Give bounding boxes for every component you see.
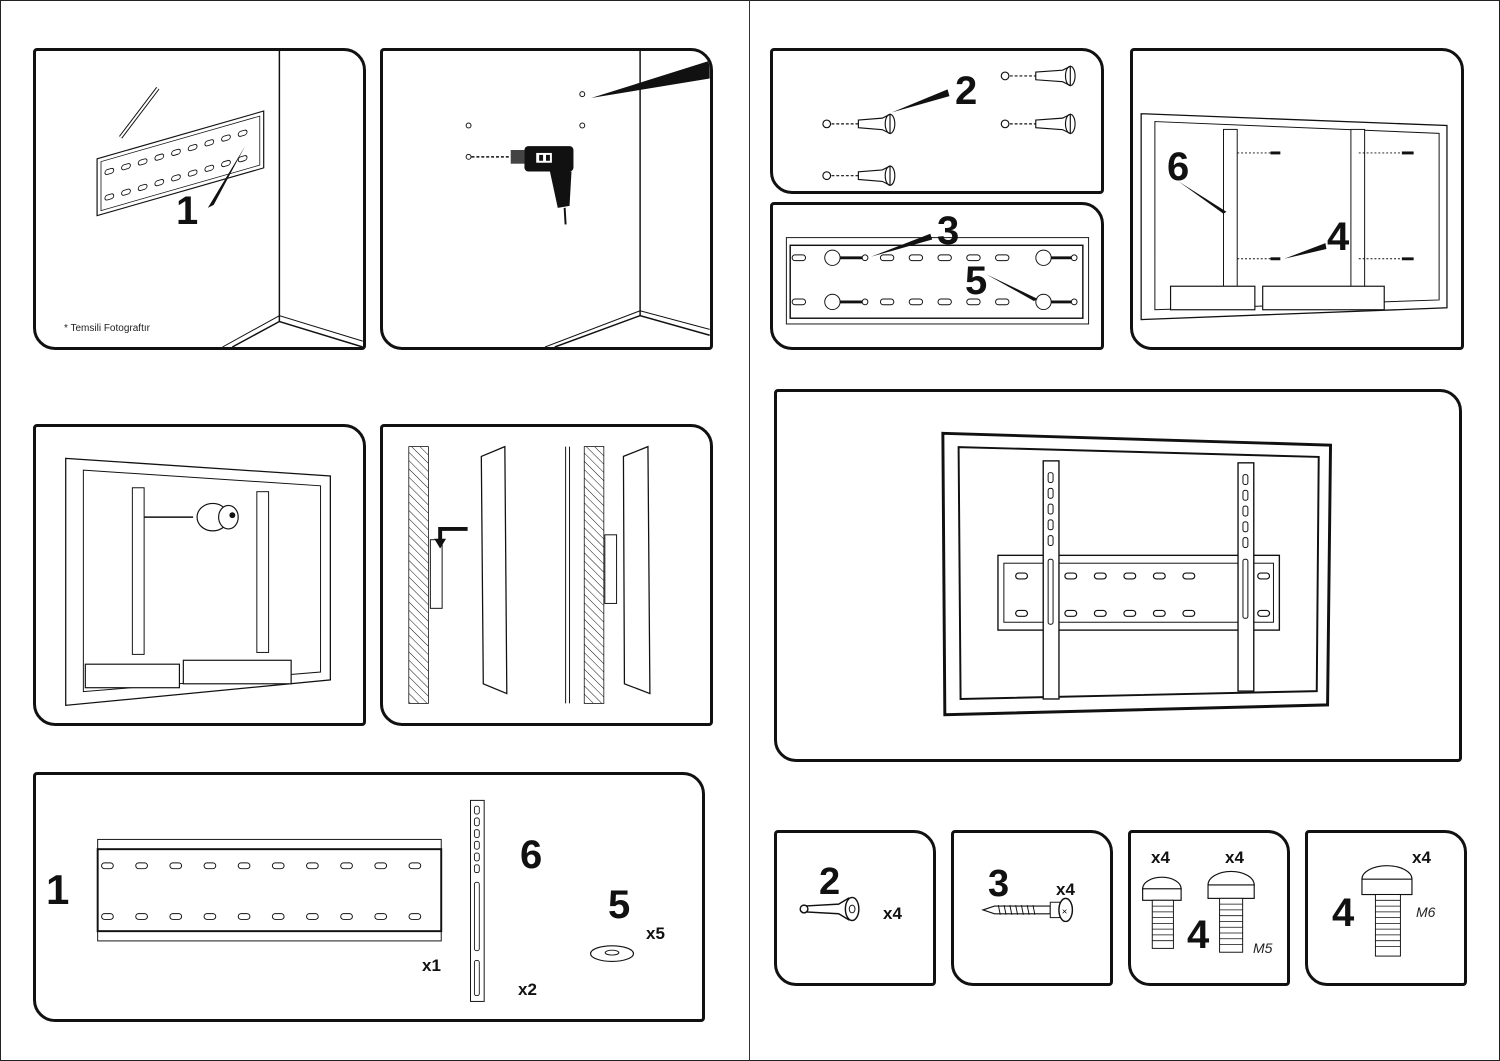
panel-part-lag-screw: × 3 x4 [951,830,1113,986]
panel-fix-wall-plate: 3 5 [770,202,1104,350]
zoom-callout-wedge [591,60,710,99]
panel-insert-anchors: 2 [770,48,1104,194]
tv-hanging-side-view [408,445,651,704]
anchor-row [822,165,896,187]
bracket-arm-part [470,799,485,1002]
machine-screw-m6-icon [1361,865,1413,957]
tv-side [622,445,651,695]
panel-final-installed [774,389,1462,762]
part-number-3: 3 [937,209,960,253]
screw-small [1142,876,1182,949]
part-number-5: 5 [965,259,988,303]
panel-level-arms [33,424,366,726]
pencil-icon [119,87,160,139]
panel-part-screw-m5: x4 x4 4 M5 [1128,830,1290,986]
panel-hang-tv [380,424,713,726]
arm-attachment-illustration [1140,113,1448,321]
machine-screw-m5-icon [1142,870,1255,953]
hardware-size: M5 [1253,940,1273,956]
screw-large [1207,870,1255,953]
panel-mark-wall-plate: 1 * Temsili Fotograftır [33,48,366,350]
hardware-qty: x4 [1151,848,1170,867]
part-main-qty: x1 [422,956,441,975]
panel-part-anchor: 2 x4 [774,830,936,986]
anchor-row [822,113,896,135]
washer-part [589,945,635,963]
main-parts-illustration [96,799,635,1002]
wall-plate [997,554,1281,631]
wall-plate-part [96,838,443,942]
hardware-label: 4 [1332,891,1355,935]
wall-section [408,446,429,704]
page-fold-line [749,0,750,1061]
bracket-arm [1042,460,1060,700]
drill-hole-marks [465,91,586,160]
panel-attach-arms: 6 4 [1130,48,1464,350]
callout-pointer [870,233,933,257]
wall-anchor-icon [799,896,860,922]
part-main-qty: x2 [518,980,537,999]
lag-screw-icon: × [981,897,1074,923]
hardware-label: 3 [988,863,1010,905]
wall-plate-drawing [96,110,265,217]
callout-pointer [891,89,950,113]
arm-leveling-illustration [65,457,331,707]
anchor-row [1000,65,1076,87]
drilling-illustration [465,51,710,347]
part-number-1: 1 [176,189,199,233]
hardware-label: 2 [819,861,841,903]
panel-parts-main: 1 x1 6 x2 5 x5 [33,772,705,1022]
part-main-label: 6 [520,833,543,877]
screw-with-washer [824,293,869,311]
tv-side [480,445,508,695]
part-number-6: 6 [1167,145,1190,189]
part-main-label: 5 [608,883,631,927]
svg-text:×: × [1062,907,1068,918]
hardware-size: M6 [1416,904,1436,920]
panel-drill-holes [380,48,713,350]
installed-mount-illustration [941,431,1333,717]
screw-with-washer [824,249,869,266]
screw-with-washer [1035,249,1078,266]
anchor-insertion-illustration [822,65,1076,187]
part-number-2: 2 [955,69,978,113]
hardware-qty: x4 [883,904,902,923]
spacer-block [1169,285,1256,311]
power-drill-icon [471,146,574,225]
callout-pointer [1178,181,1227,214]
bracket-arm [1237,462,1255,692]
part-main-label: 1 [46,866,70,913]
hardware-label: 4 [1187,913,1210,957]
panel-part-screw-m6: x4 4 M6 [1305,830,1467,986]
hardware-qty: x4 [1412,848,1431,867]
spacer-block [84,663,180,689]
screw-with-washer [1035,293,1078,311]
representative-photo-note: * Temsili Fotograftır [64,323,150,334]
hardware-qty: x4 [1056,880,1075,899]
callout-pointer [985,274,1038,301]
wall-marking-illustration [96,51,363,347]
anchor-row [1000,113,1076,135]
part-number-4: 4 [1327,215,1350,259]
wall-section [583,446,605,704]
part-main-qty: x5 [646,924,665,943]
spirit-level-icon [196,502,239,532]
spacer-block [182,659,292,685]
hardware-qty: x4 [1225,848,1244,867]
callout-pointer [1284,243,1327,259]
hang-arrow-icon [434,526,468,549]
spacer-block [1262,285,1385,311]
wall-plate-fixing-illustration [785,233,1090,325]
